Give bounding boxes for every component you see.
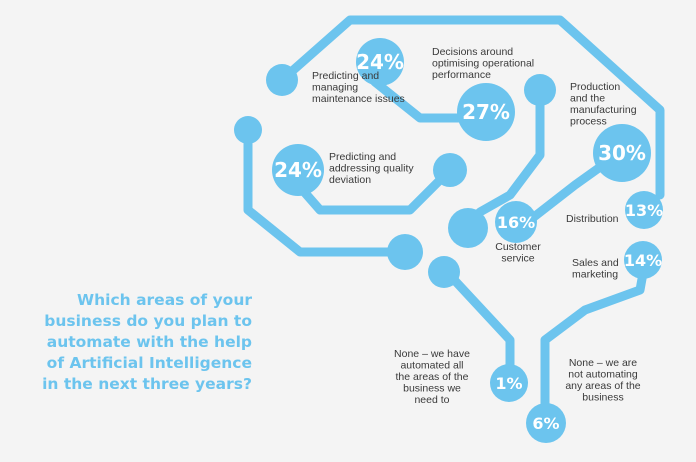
value-label: 1% (495, 374, 522, 393)
circuit-node (524, 74, 556, 106)
value-circle (593, 124, 651, 182)
category-label: Distribution (566, 213, 619, 225)
value-label: 16% (497, 213, 535, 232)
value-circle (526, 403, 566, 443)
circuit-node (387, 234, 423, 270)
value-label: 13% (625, 201, 663, 220)
circuit-line (475, 85, 545, 217)
value-circle (490, 364, 528, 402)
value-circle (625, 191, 663, 229)
circuit-node (234, 116, 262, 144)
value-label: 6% (532, 414, 559, 433)
value-label: 30% (598, 141, 646, 165)
circuit-line (243, 125, 405, 257)
value-label: 27% (462, 100, 510, 124)
circuit-node (448, 208, 488, 248)
value-circle (356, 38, 404, 86)
value-circle (624, 241, 662, 279)
value-circle (272, 144, 324, 196)
question-heading: Which areas of your business do you plan… (42, 291, 252, 393)
circuit-node (266, 64, 298, 96)
value-circle (457, 83, 515, 141)
circuit-line (540, 257, 650, 420)
value-label: 24% (356, 50, 404, 74)
value-label: 14% (624, 251, 662, 270)
circuit-line (277, 15, 665, 200)
circuit-node (428, 256, 460, 288)
circuit-node (433, 153, 467, 187)
value-label: 24% (274, 158, 322, 182)
value-circle (495, 201, 537, 243)
